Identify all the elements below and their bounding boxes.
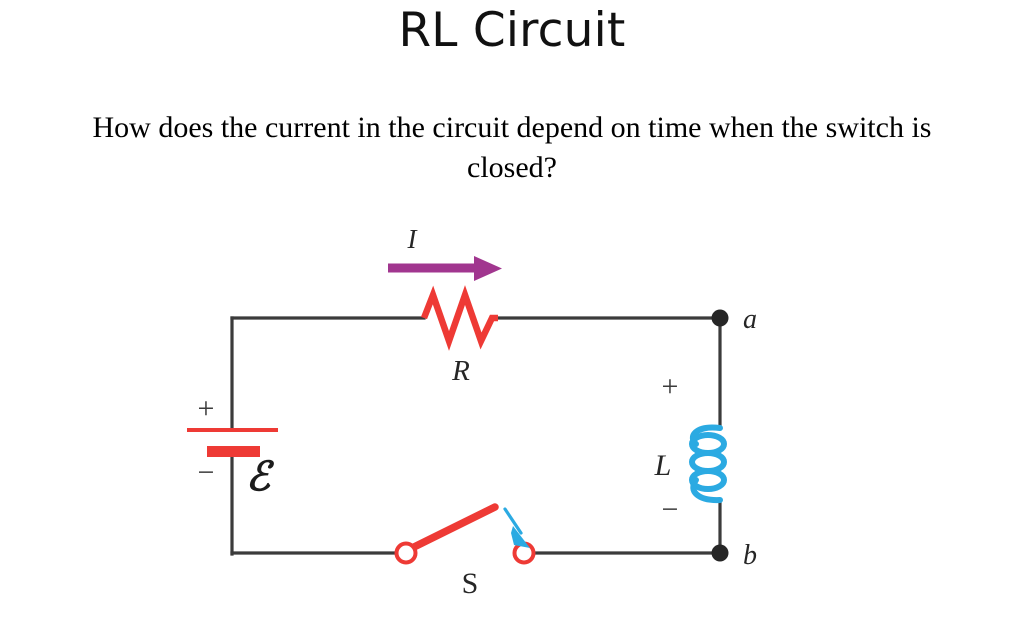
current-arrow-head: [474, 256, 502, 281]
switch-close-arrow-shaft: [503, 507, 523, 535]
battery-minus-label: −: [198, 456, 215, 489]
inductor-plus-label: +: [662, 370, 679, 403]
inductor-lead-bottom: [690, 477, 723, 504]
switch-symbol[interactable]: [394, 503, 536, 565]
switch-lever[interactable]: [408, 503, 499, 552]
switch-close-arrow-head: [511, 526, 530, 548]
current-label: I: [407, 224, 419, 254]
switch-close-arrow: [503, 507, 530, 548]
circuit-svg: I R + − ℰ: [187, 224, 757, 600]
switch-label: S: [462, 567, 479, 600]
resistor-label: R: [451, 355, 470, 387]
node-b-label: b: [743, 540, 757, 571]
inductor-symbol: [689, 424, 727, 504]
slide-subtitle: How does the current in the circuit depe…: [92, 111, 932, 184]
current-arrow: [388, 256, 502, 281]
node-a-label: a: [743, 304, 757, 335]
inductor-label: L: [654, 449, 672, 482]
emf-label: ℰ: [246, 454, 275, 499]
page-title: RL Circuit: [398, 3, 626, 58]
node-b-dot: [711, 544, 729, 562]
switch-terminal-left[interactable]: [394, 541, 418, 565]
node-a-dot: [711, 309, 729, 327]
inductor-loop-3: [689, 468, 727, 492]
inductor-minus-label: −: [662, 493, 679, 526]
battery-plus-label: +: [198, 392, 215, 425]
resistor-symbol: [420, 285, 498, 351]
battery-negative-plate: [207, 446, 260, 457]
rl-circuit-figure: I R + − ℰ: [150, 215, 850, 635]
